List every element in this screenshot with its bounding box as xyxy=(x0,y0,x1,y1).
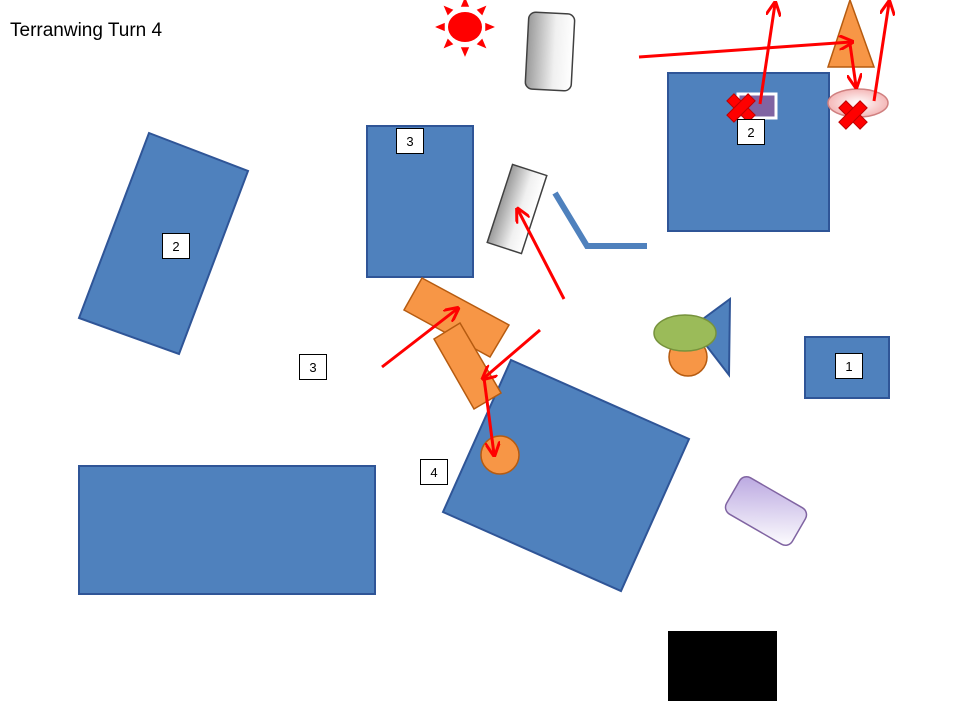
cross-icon xyxy=(838,100,868,130)
arrow-to-grey xyxy=(518,210,566,300)
arrow-to-tank xyxy=(381,309,457,369)
grey-vehicle-top xyxy=(524,11,576,92)
grey-vehicle-mid xyxy=(486,163,548,255)
label-terrain-left: 2 xyxy=(162,233,190,259)
green-disk xyxy=(653,314,717,352)
arrow-into-tank xyxy=(484,328,541,378)
terrain-top-right xyxy=(667,72,830,232)
lavender-token xyxy=(724,475,808,547)
arrow-to-pink xyxy=(850,43,856,86)
arrow-purple-up xyxy=(758,4,775,105)
label-terrain-top-right: 2 xyxy=(737,119,765,145)
movement-arrows xyxy=(381,3,889,454)
arrow-top-long xyxy=(638,42,851,59)
sun-icon xyxy=(435,0,495,57)
terrain-center-rotated xyxy=(441,358,691,593)
label-terrain-right-small: 1 xyxy=(835,353,863,379)
label-marker-center-left: 3 xyxy=(299,354,327,380)
label-terrain-top-center: 3 xyxy=(396,128,424,154)
wall-line xyxy=(552,191,647,249)
arrow-to-disk xyxy=(482,377,494,454)
black-objective xyxy=(668,631,777,701)
page-title: Terranwing Turn 4 xyxy=(10,20,163,41)
cross-icon xyxy=(726,93,756,123)
terrain-bottom-left xyxy=(78,465,376,595)
label-marker-bottom: 4 xyxy=(420,459,448,485)
orange-disk-bottom xyxy=(480,435,520,475)
arrow-pink-up xyxy=(872,3,889,102)
